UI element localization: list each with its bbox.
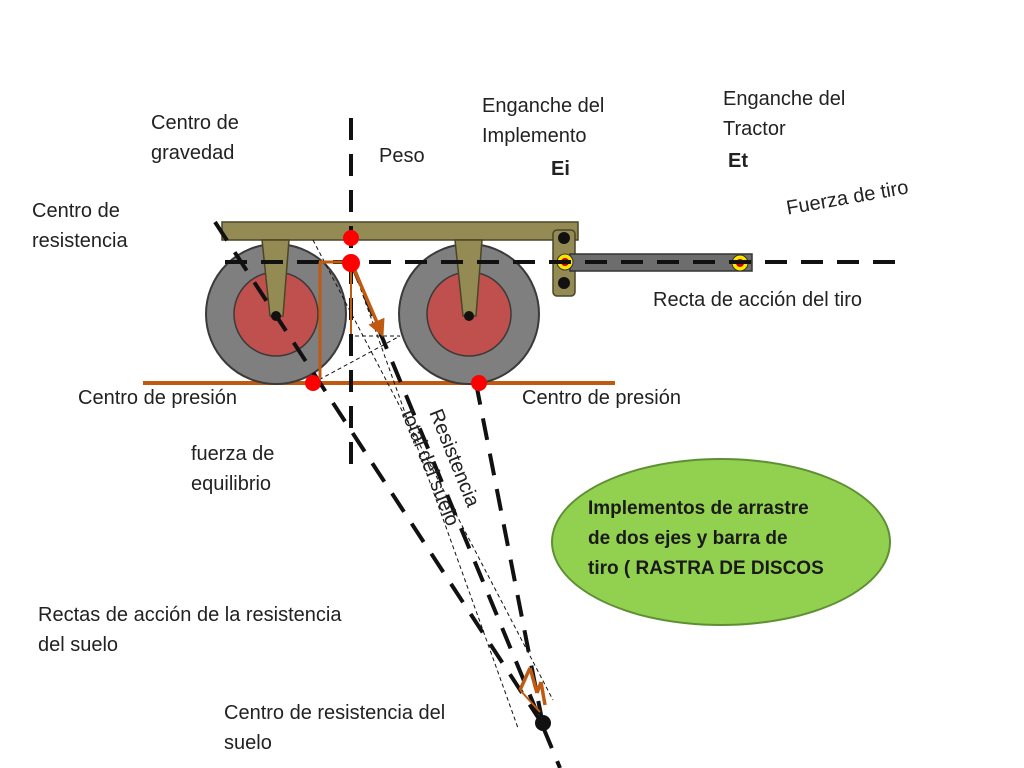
- resistance-line-3: [474, 382, 545, 726]
- frame-beam: [221, 221, 579, 241]
- label-enganche-tractor-code: Et: [728, 150, 748, 172]
- label-enganche-tractor: Enganche del Tractor: [723, 88, 846, 140]
- resistance-line-1: [213, 220, 545, 727]
- label-recta-accion-tiro: Recta de acción del tiro: [653, 289, 863, 311]
- label-centro-resistencia-suelo: Centro de resistencia del suelo: [224, 702, 446, 754]
- label-peso: Peso: [379, 145, 425, 167]
- label-centro-presion-right: Centro de presión: [522, 387, 681, 409]
- implement-callout-text: Implementos de arrastre de dos ejes y ba…: [588, 498, 824, 579]
- label-centro-resistencia: Centro de resistencia: [32, 200, 128, 252]
- implement-callout: [551, 458, 891, 626]
- resistance-line-2: [349, 261, 562, 768]
- rear-bracket: [261, 239, 290, 317]
- soil-resistance-vector: [349, 261, 385, 338]
- resistance-center-point: [342, 254, 360, 272]
- gravity-center-point: [343, 230, 359, 246]
- force-triangle: [518, 667, 547, 713]
- label-centro-gravedad: Centro de gravedad: [151, 112, 239, 164]
- label-enganche-implemento: Enganche del Implemento: [482, 95, 605, 147]
- front-bracket: [454, 239, 483, 317]
- label-centro-presion-left: Centro de presión: [78, 387, 237, 409]
- front-pressure-point: [471, 375, 487, 391]
- rear-pressure-point: [305, 375, 321, 391]
- label-rectas-accion: Rectas de acción de la resistencia del s…: [38, 604, 342, 656]
- soil-resistance-center-point: [535, 715, 551, 731]
- label-fuerza-equilibrio: fuerza de equilibrio: [191, 443, 275, 495]
- label-enganche-implemento-code: Ei: [551, 158, 570, 180]
